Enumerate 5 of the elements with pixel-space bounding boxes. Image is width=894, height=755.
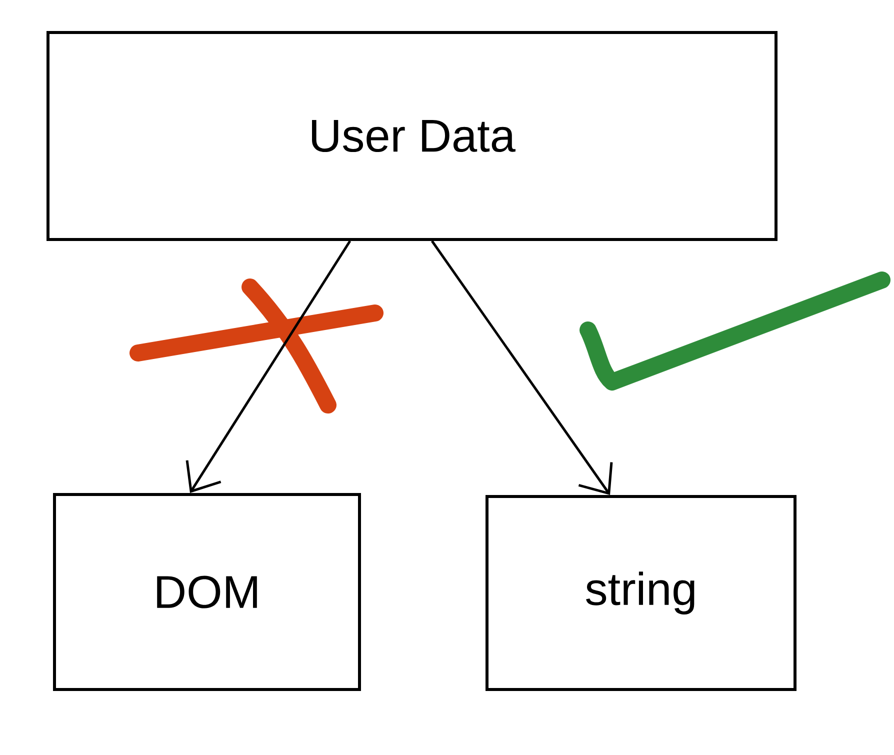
text-box: string (486, 495, 796, 691)
arrow (186, 240, 352, 493)
text-box: User Data (46, 31, 778, 241)
text-box: DOM (53, 493, 361, 691)
arrow (430, 240, 613, 495)
